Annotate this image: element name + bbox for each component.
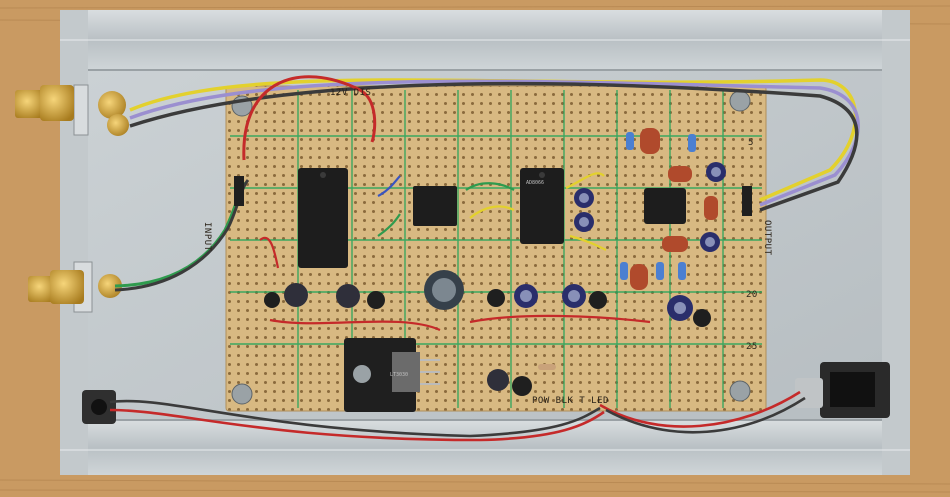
input-label: INPUT [202,222,212,252]
grid-number-20: 20 [746,290,758,300]
voltage-regulator [344,338,440,412]
regulator-marking: LT3030 [390,372,409,378]
wire-bundle-power [109,390,806,442]
rca-jack-top [15,84,129,136]
mounting-screws [231,90,751,405]
output-label: OUTPUT [762,220,772,256]
red-jumper-wire [242,75,377,161]
power-led-label: POW BLK T LED [532,396,609,406]
ic-opamp [520,168,564,244]
opamp-marking: AD8066 [526,180,545,186]
bus-label: 12V DIS [330,88,372,98]
header-pins [234,176,752,216]
rca-jack-bottom [28,261,122,313]
grid-number-5: 5 [748,138,754,148]
ic-dac [298,168,348,268]
wire-bundle-top [129,78,860,212]
resistors [538,132,696,370]
output-jack [795,362,890,418]
electrolytic-capacitors [264,162,726,396]
ic-dip8 [644,188,686,224]
dc-power-jack [82,390,116,424]
ic-tssop [413,186,457,226]
film-capacitors [630,128,718,290]
jumper-wires [259,172,651,332]
grid-number-25: 25 [746,342,758,352]
